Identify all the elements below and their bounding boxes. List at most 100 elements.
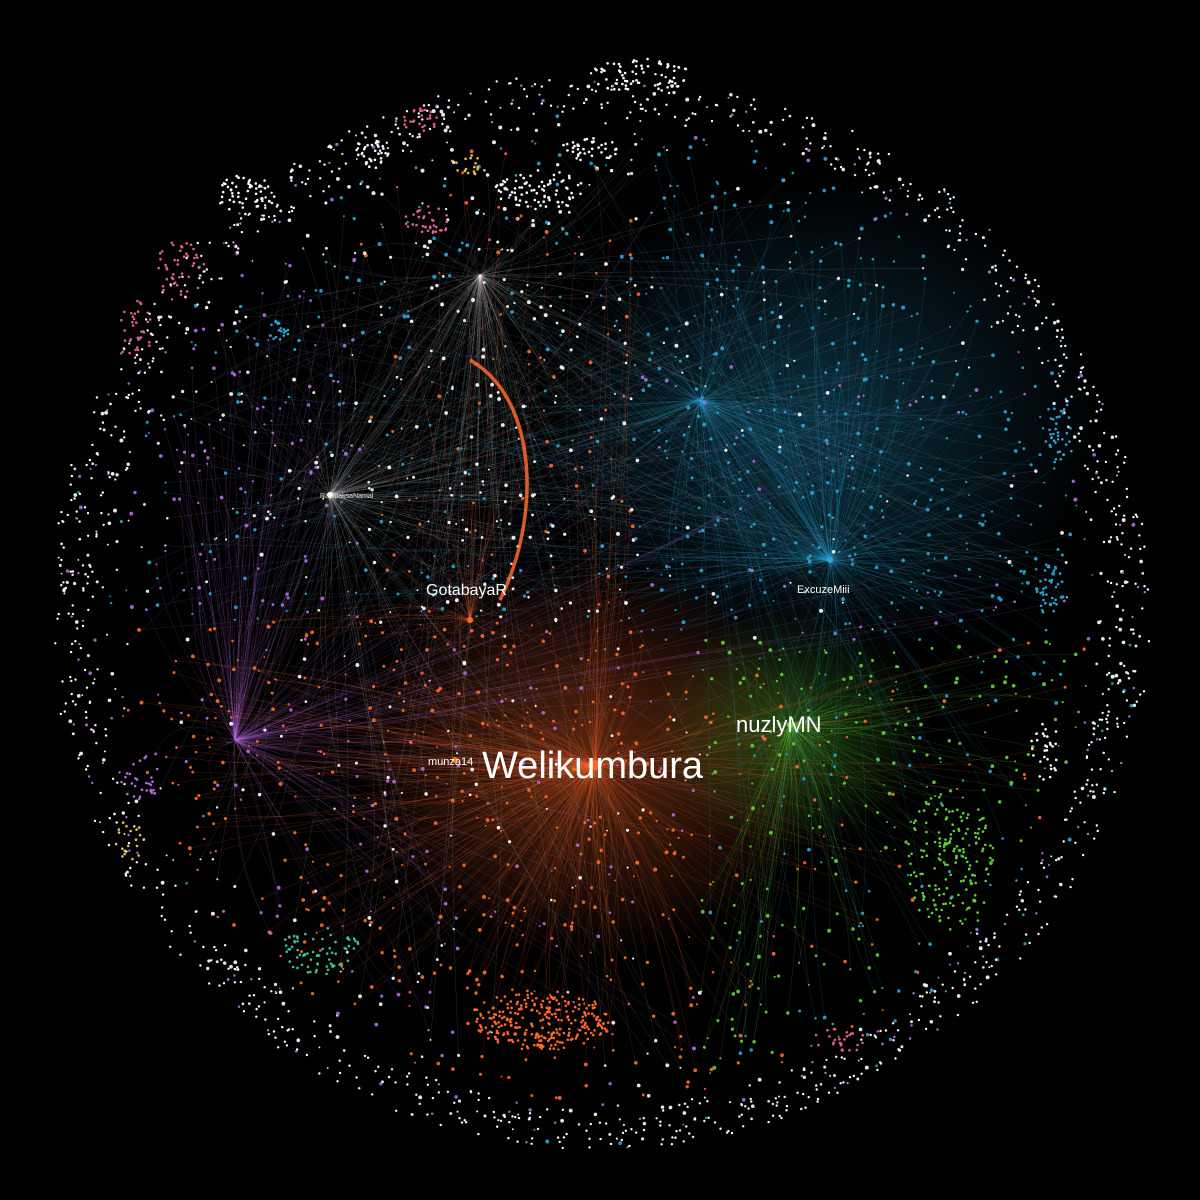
- graph-edge: [234, 584, 997, 741]
- cluster-node: [495, 1031, 499, 1035]
- graph-node: [498, 125, 503, 130]
- graph-node: [469, 149, 474, 154]
- graph-node: [547, 531, 550, 534]
- graph-edge: [479, 274, 562, 368]
- graph-edge: [449, 275, 831, 561]
- graph-node: [825, 456, 828, 460]
- graph-node: [422, 244, 427, 249]
- graph-node: [966, 945, 969, 948]
- graph-edge: [462, 172, 472, 621]
- graph-edge: [294, 349, 701, 401]
- graph-node: [110, 671, 115, 676]
- cluster-node: [599, 1032, 603, 1035]
- graph-node: [504, 483, 508, 488]
- graph-node: [446, 782, 449, 785]
- cluster-node: [524, 1005, 528, 1009]
- graph-node: [1126, 580, 1129, 584]
- graph-node: [867, 966, 871, 970]
- cluster-node: [497, 189, 501, 192]
- graph-edge: [796, 559, 831, 732]
- graph-edge: [348, 740, 596, 766]
- graph-node: [385, 568, 389, 572]
- graph-edge: [329, 225, 534, 496]
- graph-node: [155, 563, 158, 566]
- graph-node: [478, 1072, 483, 1076]
- cluster-node: [526, 205, 530, 208]
- graph-node: [596, 630, 599, 632]
- graph-node: [609, 168, 614, 173]
- graph-edge: [241, 393, 331, 496]
- graph-node: [505, 663, 509, 667]
- graph-node: [894, 728, 897, 731]
- graph-node: [705, 143, 708, 146]
- graph-node: [467, 565, 470, 568]
- graph-node: [716, 1019, 720, 1023]
- graph-node: [632, 875, 636, 878]
- graph-node: [271, 832, 276, 836]
- graph-edge: [235, 559, 831, 608]
- graph-node: [1030, 523, 1033, 526]
- graph-edge: [687, 234, 831, 561]
- graph-edge: [312, 764, 596, 863]
- graph-edge: [789, 686, 993, 726]
- graph-edge: [381, 283, 701, 401]
- graph-node: [1060, 530, 1064, 535]
- graph-node: [579, 852, 583, 856]
- cluster-node: [191, 264, 195, 268]
- graph-node: [859, 663, 863, 668]
- graph-node: [847, 475, 850, 478]
- cluster-node: [959, 919, 962, 923]
- graph-node: [764, 167, 767, 170]
- cluster-node: [432, 224, 436, 227]
- graph-edge: [175, 660, 596, 766]
- graph-edge: [521, 764, 596, 921]
- cluster-node: [584, 1031, 587, 1035]
- graph-node: [499, 248, 502, 251]
- graph-edge: [829, 517, 849, 561]
- graph-node: [278, 987, 281, 990]
- graph-node: [545, 1108, 549, 1111]
- graph-edge: [468, 502, 474, 621]
- graph-edge: [210, 399, 701, 552]
- graph-node: [60, 572, 63, 575]
- cluster-node: [288, 960, 292, 963]
- graph-node: [515, 217, 519, 221]
- graph-node: [191, 654, 195, 659]
- graph-node: [462, 771, 466, 775]
- graph-edge: [329, 388, 453, 496]
- graph-edge: [829, 559, 968, 755]
- graph-node: [678, 1055, 683, 1059]
- graph-edge: [665, 450, 831, 561]
- graph-edge: [699, 349, 902, 401]
- graph-node: [1029, 826, 1033, 829]
- graph-edge: [234, 739, 390, 770]
- graph-edge: [829, 359, 901, 561]
- graph-node: [603, 833, 607, 837]
- graph-node: [921, 395, 924, 398]
- cluster-node: [526, 993, 529, 997]
- graph-node: [863, 534, 868, 539]
- graph-node: [243, 576, 247, 581]
- cluster-node: [158, 252, 162, 255]
- graph-edge: [699, 252, 797, 401]
- graph-node: [521, 933, 524, 937]
- graph-edge: [244, 399, 701, 515]
- cluster-node: [175, 284, 179, 287]
- graph-node: [174, 659, 178, 663]
- graph-edge: [594, 764, 710, 837]
- graph-node: [939, 610, 942, 614]
- graph-edge: [234, 399, 701, 620]
- graph-node: [232, 507, 234, 510]
- graph-node: [610, 958, 614, 962]
- graph-node: [1079, 426, 1083, 430]
- graph-node: [468, 734, 473, 738]
- cluster-node: [475, 1020, 478, 1023]
- graph-node: [580, 954, 583, 958]
- graph-edge: [234, 468, 254, 741]
- graph-node: [783, 584, 787, 588]
- graph-node: [1052, 401, 1056, 406]
- graph-node: [908, 763, 912, 768]
- graph-node: [515, 127, 520, 131]
- cluster-node: [284, 938, 287, 941]
- graph-node: [1002, 471, 1007, 476]
